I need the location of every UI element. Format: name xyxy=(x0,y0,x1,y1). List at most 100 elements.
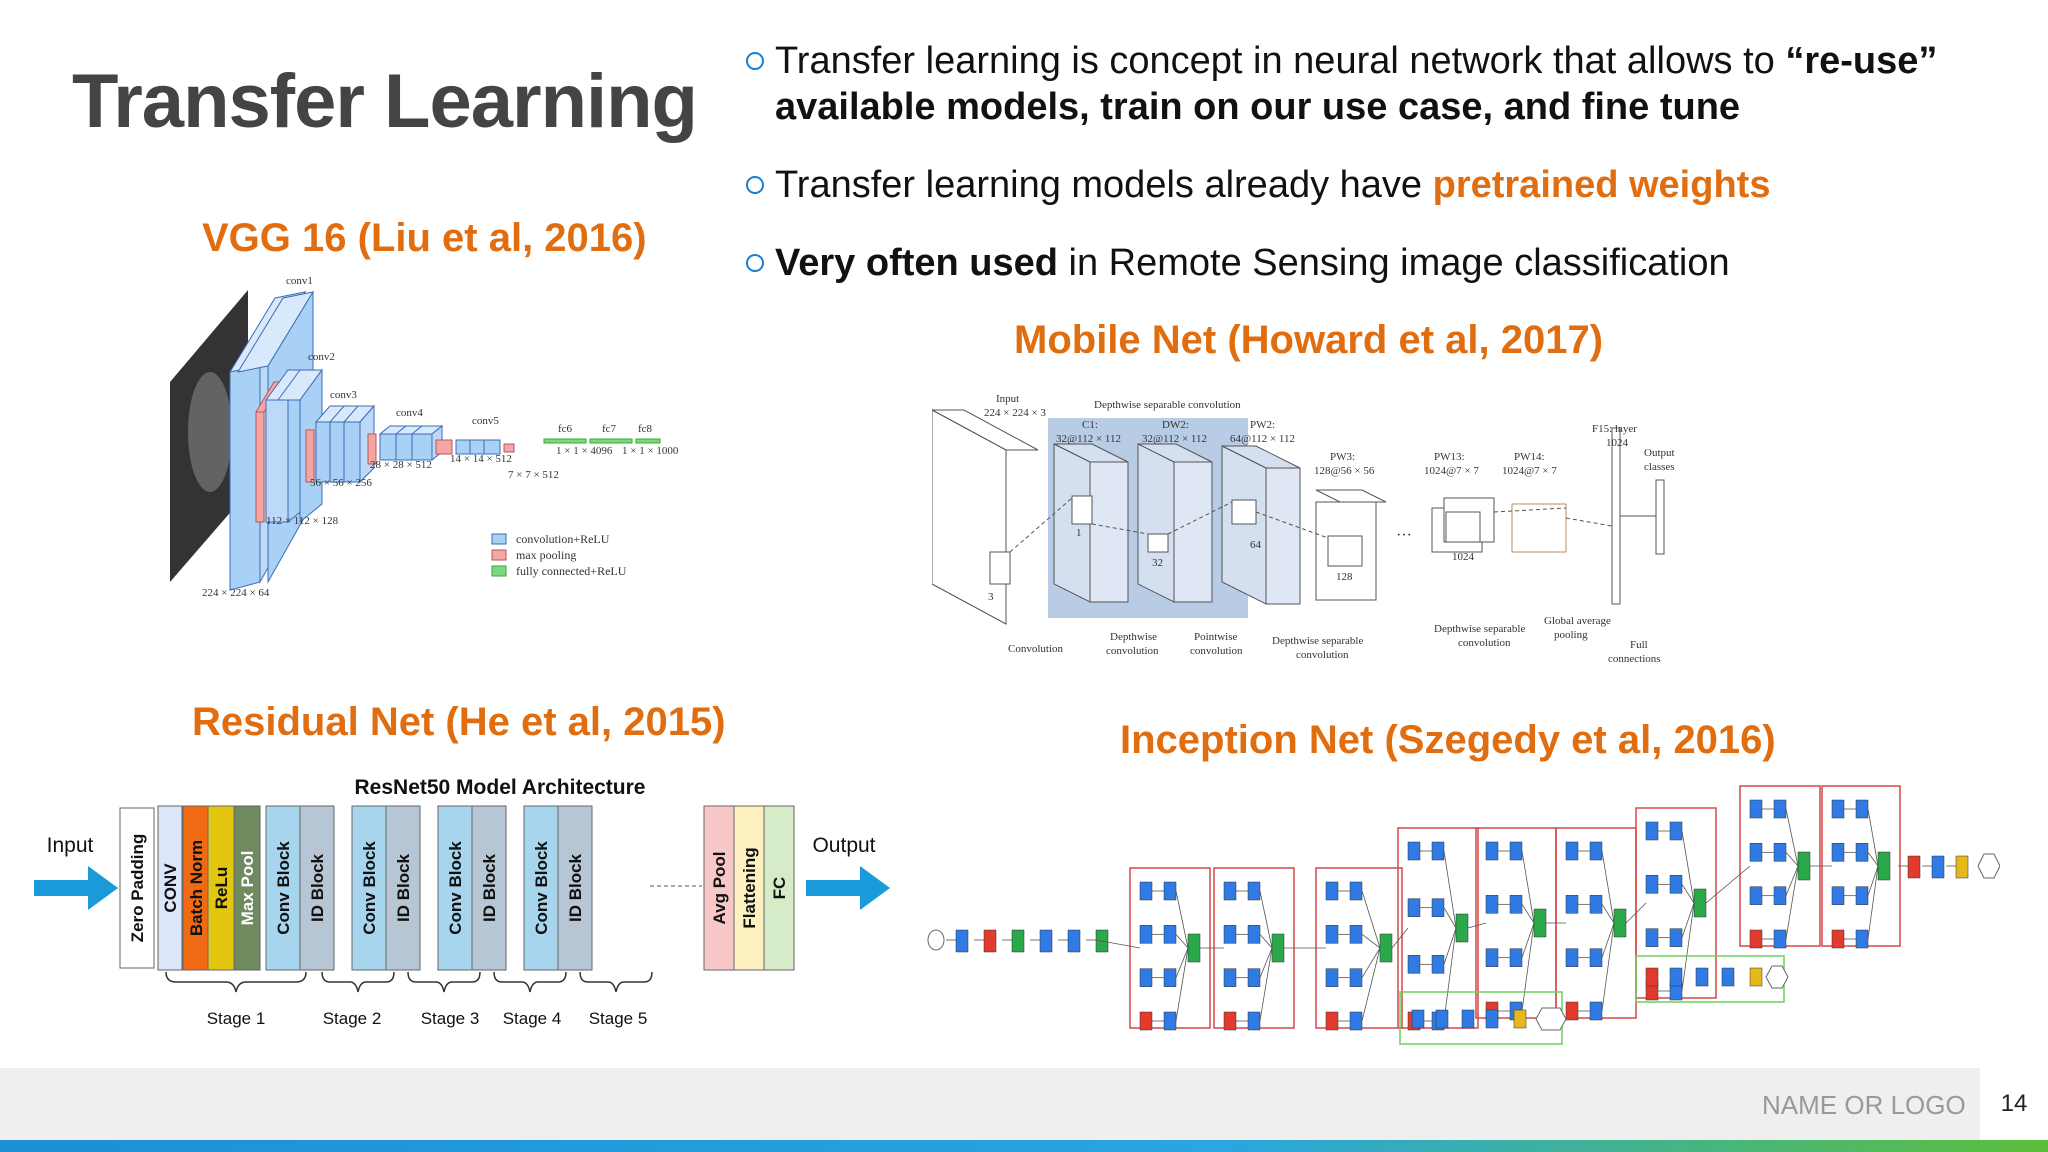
inception-layer xyxy=(1407,841,1421,861)
bullet-circle-icon xyxy=(735,52,775,70)
inception-layer xyxy=(1163,1011,1177,1031)
inception-diagram xyxy=(927,785,2000,1045)
mn-bottom-label: Depthwise separable xyxy=(1272,635,1363,647)
stage-3-brace xyxy=(407,971,481,993)
inception-edge xyxy=(1521,850,1535,924)
page-number: 14 xyxy=(1980,1068,2048,1140)
inception-edge xyxy=(1175,890,1189,949)
mn-connector xyxy=(1091,523,1149,535)
inception-layer xyxy=(1407,898,1421,917)
resnet-heading: Residual Net (He et al, 2015) xyxy=(192,700,726,744)
vgg-conv4-block xyxy=(378,424,444,462)
stage-label: Stage 2 xyxy=(323,1009,382,1028)
inception-edge xyxy=(1259,947,1273,978)
inception-edge xyxy=(1867,808,1879,867)
footer-band xyxy=(0,1068,2048,1140)
vgg-pool3 xyxy=(367,433,377,465)
bullet-3-bold: Very often used xyxy=(775,242,1058,284)
bullet-3-text: in Remote Sensing image classification xyxy=(1057,242,1730,284)
inception-edge xyxy=(1259,934,1273,949)
resnet-block-11 xyxy=(471,805,507,971)
inception-edge xyxy=(1361,947,1381,1022)
inception-layer xyxy=(1163,925,1177,944)
inception-layer xyxy=(1589,895,1603,914)
resnet-block-14 xyxy=(703,805,735,971)
vgg-fc8 xyxy=(635,438,661,444)
inception-edge xyxy=(1785,808,1799,867)
mn-bottom-label: Convolution xyxy=(1008,643,1064,655)
inception-layer xyxy=(1431,841,1445,861)
mn-kernel xyxy=(1147,533,1169,553)
vgg-conv5-block xyxy=(455,439,501,455)
inception-layer xyxy=(1695,967,1709,987)
inception-layer xyxy=(1223,881,1237,901)
mn-bottom-label: pooling xyxy=(1554,629,1588,641)
input-image-texture xyxy=(188,372,232,492)
stage-label: Stage 4 xyxy=(503,1009,562,1028)
inception-layer xyxy=(1693,888,1707,918)
inception-layer xyxy=(1669,967,1683,987)
mn-bottom-label: Pointwise xyxy=(1194,631,1238,643)
inception-input-node xyxy=(927,929,945,951)
mn-dw2-layer xyxy=(1137,443,1213,603)
inception-layer xyxy=(1223,968,1237,987)
inception-layer xyxy=(1349,968,1363,987)
mn-f15-label: F15: layer xyxy=(1592,423,1637,435)
resnet-input-label: Input xyxy=(47,834,94,857)
inception-layer xyxy=(1645,967,1659,987)
footer-logo-text: NAME OR LOGO xyxy=(1762,1090,1966,1120)
slide-title: Transfer Learning xyxy=(72,59,698,144)
bullet-2-text: Transfer learning models already have xyxy=(775,164,1433,206)
inception-layer xyxy=(1163,968,1177,987)
mn-ellipsis: ··· xyxy=(1396,527,1412,544)
mn-bottom-label: Depthwise separable xyxy=(1434,623,1525,635)
inception-layer xyxy=(1271,933,1285,963)
mn-bottom-label: Global average xyxy=(1544,615,1611,627)
mn-k-label: 1 xyxy=(1076,527,1082,539)
resnet-block-label: Batch Norm xyxy=(187,840,206,936)
bullet-list: Transfer learning is concept in neural n… xyxy=(735,38,2025,318)
mn-k-label: 3 xyxy=(988,591,994,603)
stage-label: Stage 1 xyxy=(207,1009,266,1028)
vgg-fc6 xyxy=(543,438,587,444)
vgg-layer-label: conv5 xyxy=(472,415,499,427)
vgg-pool1 xyxy=(255,411,265,523)
vgg-legend: convolution+ReLU max pooling fully conne… xyxy=(491,532,627,578)
inception-layer xyxy=(1669,821,1683,841)
resnet-block-12 xyxy=(523,805,559,971)
inception-edge xyxy=(1443,927,1457,965)
inception-layer xyxy=(1187,933,1201,963)
inception-layer xyxy=(1431,955,1445,974)
vgg-layer-label: conv4 xyxy=(396,407,423,419)
inception-layer xyxy=(1509,841,1523,861)
resnet-output-arrow xyxy=(806,866,890,910)
vgg-dim-label: 14 × 14 × 512 xyxy=(450,453,512,465)
resnet-input-arrow xyxy=(34,866,118,910)
inception-layer xyxy=(1139,968,1153,987)
inception-layer xyxy=(1589,841,1603,861)
mn-pw13-dim: 1024@7 × 7 xyxy=(1424,465,1479,477)
aux-output-node xyxy=(1535,1007,1567,1031)
resnet-block-label: Flattening xyxy=(740,847,759,928)
inception-layer xyxy=(983,929,997,953)
mn-kernel xyxy=(1231,499,1257,525)
mn-pw13-label: PW13: xyxy=(1434,451,1465,463)
resnet-block-label: Avg Pool xyxy=(710,851,729,924)
legend-fc-swatch xyxy=(491,565,507,577)
inception-layer xyxy=(1831,929,1845,949)
vgg-layer-label: conv2 xyxy=(308,351,335,363)
inception-layer xyxy=(1797,851,1811,881)
inception-edge xyxy=(1361,947,1381,978)
inception-layer xyxy=(1247,1011,1261,1031)
mn-kernel xyxy=(989,551,1011,585)
mobilenet-heading: Mobile Net (Howard et al, 2017) xyxy=(1014,318,1604,362)
inception-layer xyxy=(1485,948,1499,967)
inception-layer xyxy=(1749,843,1763,862)
vgg-dim-label: 1 × 1 × 4096 xyxy=(556,445,613,457)
vgg-dim-label: 224 × 224 × 64 xyxy=(202,587,270,599)
inception-layer xyxy=(1773,843,1787,862)
resnet-block-label: Max Pool xyxy=(238,851,257,926)
resnet-block-label: ID Block xyxy=(308,853,327,922)
inception-layer xyxy=(1855,886,1869,905)
mn-pw3-label: PW3: xyxy=(1330,451,1355,463)
